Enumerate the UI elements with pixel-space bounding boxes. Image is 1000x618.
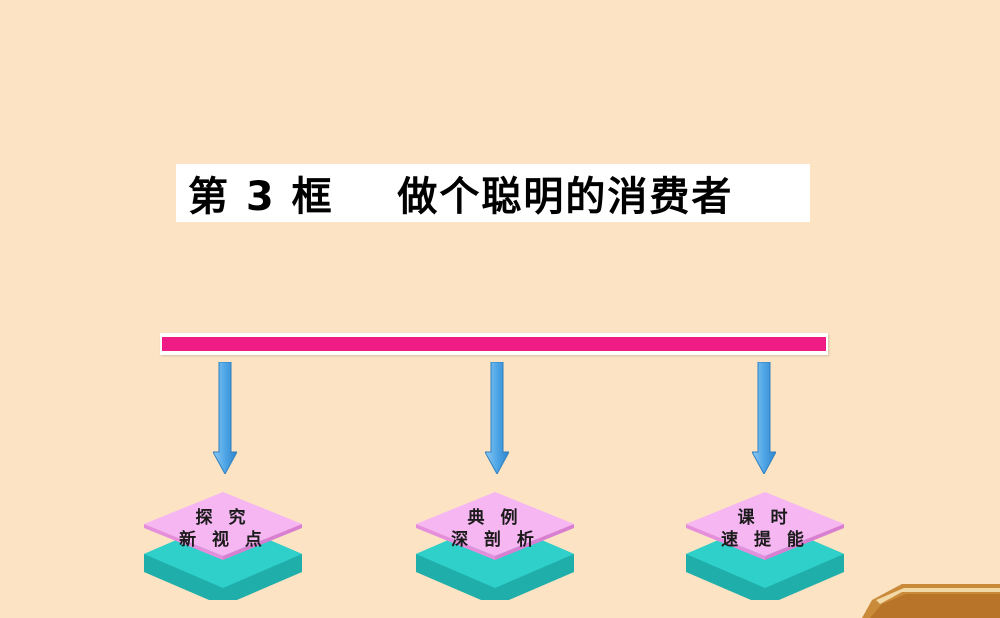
layered-diamond-icon [686,492,844,600]
connector-bar [160,333,828,355]
nav-card-practice[interactable]: 课 时 速 提 能 [686,492,844,600]
layered-diamond-icon [144,492,302,600]
layered-diamond-icon [416,492,574,600]
connector-bar-fill [162,337,826,351]
down-arrow-icon [485,362,509,474]
card-label-line1: 典 例 [467,508,523,528]
card-label-line1: 探 究 [195,508,251,528]
down-arrow-icon [752,362,776,474]
card-label-line2: 新 视 点 [179,530,267,550]
nav-card-explore[interactable]: 探 究 新 视 点 [144,492,302,600]
page-title: 第 3 框 做个聪明的消费者 [188,174,734,220]
down-arrow-icon [213,362,237,474]
card-label-line2: 深 剖 析 [451,530,539,550]
card-label-line1: 课 时 [737,508,793,528]
title-box: 第 3 框 做个聪明的消费者 [176,164,810,222]
corner-button-icon[interactable] [862,578,1000,618]
nav-card-examples[interactable]: 典 例 深 剖 析 [416,492,574,600]
slide: 第 3 框 做个聪明的消费者 探 究 新 视 点 [144,164,1000,618]
card-label-line2: 速 提 能 [721,530,809,550]
